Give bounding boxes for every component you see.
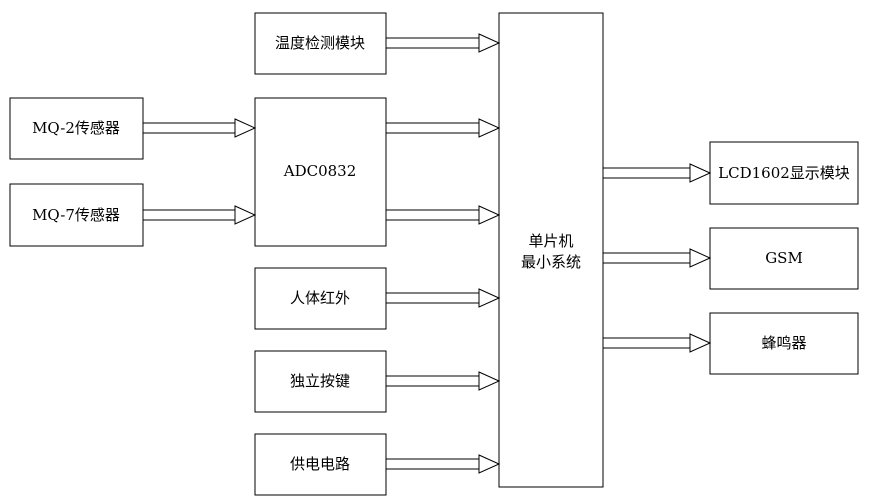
mcu-label-line2: 最小系统: [521, 253, 581, 271]
arrow-temp-to-mcu: [386, 33, 501, 53]
gsm-label: GSM: [765, 249, 803, 267]
lcd-label: LCD1602显示模块: [718, 164, 850, 182]
pir-label: 人体红外: [290, 289, 350, 307]
mcu-box: [498, 12, 604, 488]
mq7-sensor-box: [9, 183, 144, 247]
arrow-keys-to-mcu: [386, 371, 501, 391]
mq2-sensor-label: MQ-2传感器: [32, 119, 120, 137]
arrow-pir-to-mcu: [386, 288, 501, 308]
arrow-mq2-to-adc: [143, 118, 257, 138]
buzzer-label: 蜂鸣器: [761, 334, 806, 352]
arrow-mcu-to-lcd: [603, 163, 712, 183]
temperature-module-box: [254, 12, 387, 75]
arrow-mcu-to-buzzer: [603, 333, 712, 353]
mq2-sensor-box: [9, 97, 144, 160]
mcu-label-line1: 单片机: [528, 232, 573, 250]
keys-box: [254, 350, 387, 413]
pir-box: [254, 267, 387, 330]
buzzer-box: [709, 312, 859, 375]
keys-label: 独立按键: [290, 372, 350, 390]
arrow-adc-lower-to-mcu: [386, 205, 501, 225]
adc-box: [254, 97, 387, 247]
mq7-sensor-label: MQ-7传感器: [32, 206, 120, 224]
arrow-mq7-to-adc: [143, 205, 257, 225]
adc-label: ADC0832: [283, 162, 357, 180]
power-box: [254, 433, 387, 496]
temperature-module-label: 温度检测模块: [275, 34, 365, 52]
arrow-power-to-mcu: [386, 454, 501, 474]
arrow-mcu-to-gsm: [603, 248, 712, 268]
arrow-adc-upper-to-mcu: [386, 118, 501, 138]
power-label: 供电电路: [290, 455, 350, 473]
